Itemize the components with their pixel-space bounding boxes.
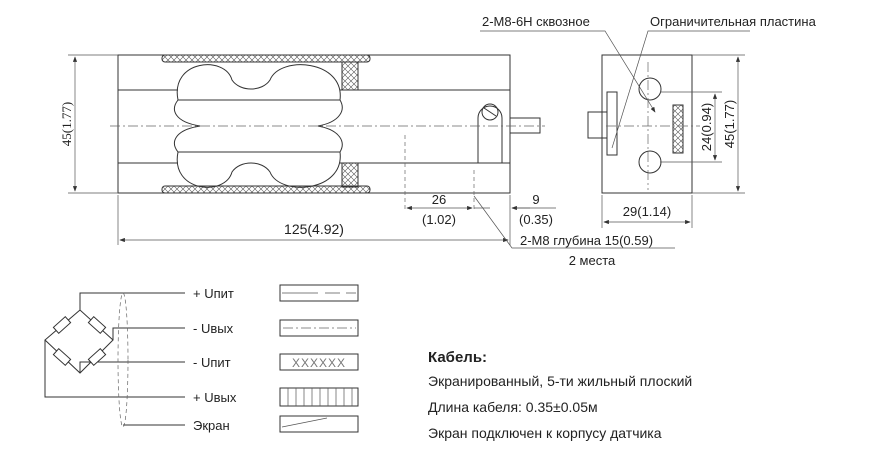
side-outline	[601, 54, 693, 194]
wiring-diagram: + Uпит - Uвых - Uпит + Uвых Экран XXXXXX	[44, 284, 359, 433]
bottom-seal	[161, 185, 371, 194]
edge-offset-dim: 9	[532, 192, 539, 207]
seal-upper	[341, 61, 359, 91]
legend-xxx: XXXXXX	[279, 353, 359, 371]
screw-icon	[481, 103, 499, 121]
front-view: 45(1.77) 125(4.92) 26 (1.02) 9 (0.35) 2-…	[59, 54, 675, 268]
bridge	[44, 309, 114, 374]
cable-line-2: Длина кабеля: 0.35±0.05м	[428, 399, 598, 415]
thread-count: 2 места	[569, 253, 616, 268]
beam-lines	[118, 89, 510, 164]
side-view: 24(0.94) 45(1.77) 29(1.14) 2-M8-6H сквоз…	[480, 14, 817, 228]
wire-label-minus-output: - Uвых	[193, 321, 234, 336]
shield-ellipse	[117, 292, 129, 428]
right-plate	[672, 104, 684, 154]
front-height-dim: 45(1.77)	[59, 102, 74, 146]
legend-dash-dot	[279, 319, 359, 337]
cable-stub	[509, 117, 541, 134]
hole-centers	[404, 135, 475, 212]
lower-cavity	[176, 151, 341, 188]
through-hole-note: 2-M8-6H сквозное	[482, 14, 590, 29]
length-dim: 125(4.92)	[284, 221, 344, 237]
body-outline	[117, 54, 511, 194]
side-height-dim: 45(1.77)	[722, 100, 737, 148]
cable-clamp	[477, 105, 503, 163]
side-center-lines	[606, 62, 700, 190]
thread-leader	[473, 195, 675, 249]
legend-long-dash	[279, 284, 359, 302]
cable-line-1: Экранированный, 5-ти жильный плоский	[428, 373, 692, 389]
thread-note: 2-M8 глубина 15(0.59)	[520, 233, 653, 248]
legend-diagonal	[279, 415, 359, 433]
limit-plate	[606, 91, 618, 156]
side-width-dim: 29(1.14)	[623, 204, 671, 219]
wires	[44, 292, 185, 426]
upper-hole	[638, 77, 662, 101]
through-hole-leader	[480, 30, 656, 113]
wire-label-minus-supply: - Uпит	[193, 355, 231, 370]
wire-label-plus-supply: + Uпит	[193, 286, 234, 301]
lower-hole	[638, 150, 662, 174]
edge-offset-in: (0.35)	[519, 212, 553, 227]
hole-spacing-dim: 26	[432, 192, 446, 207]
ext-lines-bottom	[117, 195, 511, 245]
side-ext-lines	[601, 54, 745, 228]
seal-lower	[341, 162, 359, 188]
cable-line-3: Экран подключен к корпусу датчика	[428, 425, 662, 441]
cable-info: Кабель: Экранированный, 5-ти жильный пло…	[428, 349, 692, 441]
cable-title: Кабель:	[428, 349, 487, 366]
side-cable-gland	[587, 111, 608, 139]
top-seal	[161, 54, 371, 63]
svg-text:XXXXXX: XXXXXX	[292, 356, 346, 370]
ext-lines	[68, 54, 118, 194]
screw-slot	[483, 107, 497, 117]
hole-pitch-dim: 24(0.94)	[699, 103, 714, 151]
upper-cavity	[176, 64, 341, 101]
legend-vertical	[279, 387, 359, 407]
resistors	[52, 315, 107, 367]
wire-label-plus-output: + Uвых	[193, 390, 237, 405]
wire-label-shield: Экран	[193, 418, 230, 433]
hole-spacing-in: (1.02)	[422, 212, 456, 227]
limit-plate-leader	[611, 30, 750, 149]
limit-plate-note: Ограничительная пластина	[650, 14, 817, 29]
